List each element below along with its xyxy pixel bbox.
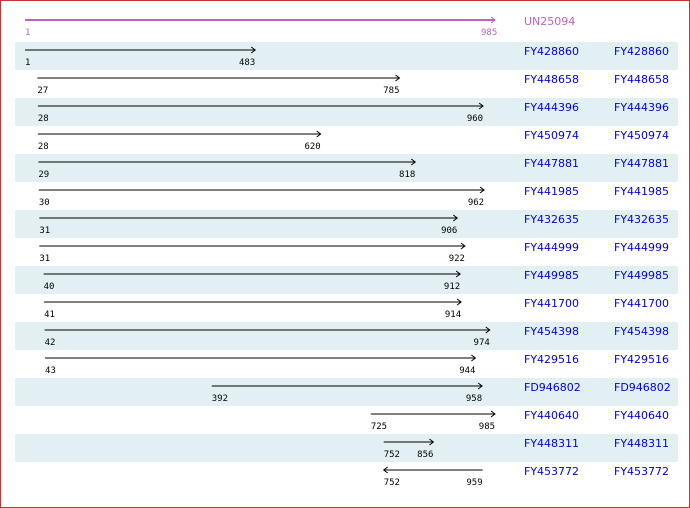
hit-name-link[interactable]: FY450974 (614, 129, 670, 142)
hit-end: 944 (459, 366, 476, 376)
query-start: 1 (25, 28, 31, 38)
hit-start: 43 (45, 366, 56, 376)
hit-row-band (15, 210, 678, 238)
hit-name-link[interactable]: FD946802 (614, 381, 671, 394)
hit-name-link[interactable]: FY441985 (524, 185, 580, 198)
hit-end: 974 (473, 338, 490, 348)
hit-name-link[interactable]: FY450974 (524, 129, 580, 142)
hit-row-band (15, 266, 678, 294)
hit-end: 985 (478, 422, 496, 432)
hit-name-link[interactable]: FY441700 (614, 297, 670, 310)
hit-end: 620 (304, 142, 321, 152)
hit-name-link[interactable]: FY447881 (614, 157, 670, 170)
hit-name-link[interactable]: FY448311 (524, 437, 580, 450)
hit-start: 1 (25, 58, 31, 68)
query-end: 985 (481, 28, 498, 38)
hit-arrowhead-icon (452, 214, 459, 222)
hit-arrowhead-icon (429, 438, 435, 446)
hit-end: 818 (399, 170, 416, 180)
hit-start: 28 (37, 142, 49, 152)
hit-name-link[interactable]: FY448658 (614, 73, 670, 86)
hit-end: 958 (465, 394, 483, 404)
hit-name-link[interactable]: FY429516 (524, 353, 580, 366)
hit-row-band (15, 98, 678, 126)
hit-name-link[interactable]: FY428860 (614, 45, 670, 58)
hit-name-link[interactable]: FY428860 (524, 45, 580, 58)
hit-end: 856 (417, 450, 434, 460)
hit-name-link[interactable]: FY449985 (614, 269, 670, 282)
hit-name-link[interactable]: FY440640 (524, 409, 580, 422)
hit-row-band (15, 434, 678, 462)
hit-row-band (15, 42, 678, 70)
hit-arrowhead-icon (250, 46, 257, 54)
hit-start: 41 (44, 310, 55, 320)
hit-arrowhead-icon (490, 410, 496, 418)
hit-start: 752 (383, 450, 400, 460)
hit-start: 31 (39, 254, 51, 264)
hit-arrowhead-icon (479, 186, 485, 194)
hit-name-link[interactable]: FY448311 (614, 437, 670, 450)
hit-name-link[interactable]: FY432635 (614, 213, 670, 226)
hit-start: 392 (211, 394, 229, 404)
hit-arrowhead-icon (460, 242, 466, 250)
hit-name-link[interactable]: FD946802 (524, 381, 581, 394)
query-name: UN25094 (524, 15, 576, 28)
hit-arrowhead-icon (478, 102, 484, 110)
hit-arrowhead-icon (455, 270, 461, 278)
hit-row-band (15, 378, 678, 406)
hit-end: 962 (467, 198, 485, 208)
hit-name-link[interactable]: FY441985 (614, 185, 670, 198)
hit-start: 30 (38, 198, 50, 208)
hit-end: 914 (444, 310, 462, 320)
hit-end: 912 (443, 282, 461, 292)
hit-name-link[interactable]: FY444396 (614, 101, 670, 114)
hit-name-link[interactable]: FY453772 (614, 465, 670, 478)
hit-name-link[interactable]: FY440640 (614, 409, 670, 422)
hit-start: 29 (38, 170, 50, 180)
hit-name-link[interactable]: FY447881 (524, 157, 580, 170)
hit-end: 959 (466, 478, 483, 488)
hit-start: 725 (370, 422, 388, 432)
hit-end: 785 (383, 86, 400, 96)
hit-name-link[interactable]: FY429516 (614, 353, 670, 366)
hit-arrowhead-icon (410, 158, 417, 166)
hit-end: 483 (239, 58, 256, 68)
hit-start: 752 (383, 478, 400, 488)
hit-arrowhead-icon (456, 298, 462, 306)
hit-name-link[interactable]: FY444999 (524, 241, 580, 254)
hit-row-band (15, 154, 678, 182)
hit-end: 960 (466, 114, 484, 124)
hit-start: 31 (39, 226, 51, 236)
hit-start: 28 (37, 114, 49, 124)
hit-name-link[interactable]: FY441700 (524, 297, 580, 310)
hit-name-link[interactable]: FY448658 (524, 73, 580, 86)
hit-end: 922 (448, 254, 465, 264)
hit-name-link[interactable]: FY444999 (614, 241, 670, 254)
hit-row-band (15, 322, 678, 350)
hit-arrowhead-icon (316, 130, 322, 138)
hit-end: 906 (441, 226, 458, 236)
hit-name-link[interactable]: FY449985 (524, 269, 580, 282)
query-arrowhead-icon (490, 16, 496, 24)
hit-arrowhead-icon (485, 326, 491, 334)
hit-arrowhead-icon (382, 466, 389, 474)
hit-name-link[interactable]: FY454398 (524, 325, 580, 338)
hit-name-link[interactable]: FY444396 (524, 101, 580, 114)
hit-name-link[interactable]: FY454398 (614, 325, 670, 338)
hit-arrowhead-icon (477, 382, 483, 390)
hit-start: 40 (43, 282, 55, 292)
hit-arrowhead-icon (471, 354, 477, 362)
hit-name-link[interactable]: FY432635 (524, 213, 580, 226)
hit-arrowhead-icon (395, 74, 401, 82)
hit-start: 42 (44, 338, 56, 348)
hit-name-link[interactable]: FY453772 (524, 465, 580, 478)
hit-start: 27 (37, 86, 49, 96)
